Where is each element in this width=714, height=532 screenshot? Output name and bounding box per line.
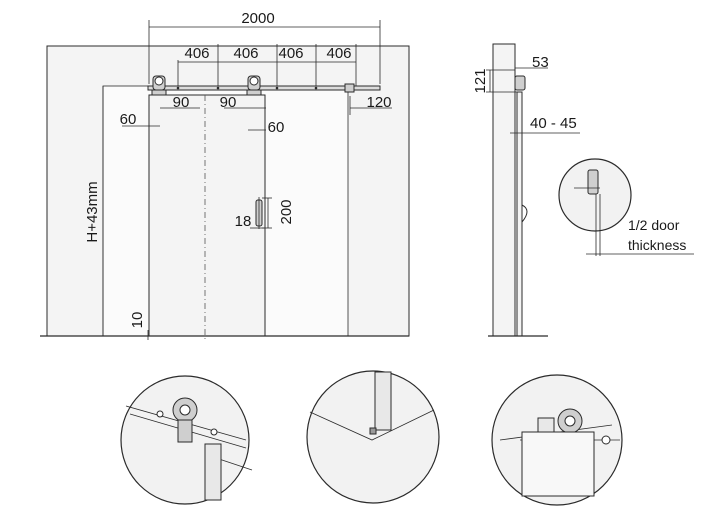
dim-stop-right: 90 (220, 94, 237, 111)
dim-spacing-1: 406 (184, 45, 209, 62)
dim-rail-overhang: 120 (366, 94, 391, 111)
side-bracket (514, 75, 526, 91)
dim-side-height: 121 (472, 68, 489, 93)
side-door (516, 91, 523, 337)
dim-left-offset: 60 (120, 111, 137, 128)
detail-stopper (491, 374, 623, 506)
rail-screws (176, 86, 318, 90)
dim-side-gap: 40 - 45 (530, 115, 577, 132)
side-wall (492, 43, 516, 337)
note-half-door-1: 1/2 door (628, 217, 680, 233)
roller-left (151, 75, 167, 96)
roller-right (246, 75, 262, 96)
door-handle (255, 197, 263, 229)
dim-spacing-3: 406 (278, 45, 303, 62)
front-elevation: 2000 406 406 406 406 90 90 120 60 60 H+4… (40, 10, 410, 340)
dim-handle-height: 200 (278, 199, 295, 224)
dim-height: H+43mm (84, 181, 101, 242)
detail-floor-guide (306, 370, 440, 504)
rail-stopper (344, 83, 355, 93)
note-half-door-2: thickness (628, 237, 686, 253)
side-section: 53 121 40 - 45 1/2 door thickness (472, 43, 694, 337)
zoom-detail-circle (558, 158, 632, 232)
dim-stop-left: 90 (173, 94, 190, 111)
dim-spacing-4: 406 (326, 45, 351, 62)
dim-floor-gap: 10 (129, 312, 146, 329)
detail-roller (120, 375, 253, 505)
dim-side-top: 53 (532, 54, 549, 71)
dim-spacing-2: 406 (233, 45, 258, 62)
dim-total-width: 2000 (241, 10, 274, 27)
dim-handle-width: 18 (235, 213, 252, 230)
door-panel (148, 94, 266, 337)
side-handle (521, 204, 528, 223)
rail (147, 85, 381, 91)
dim-right-offset: 60 (268, 119, 285, 136)
